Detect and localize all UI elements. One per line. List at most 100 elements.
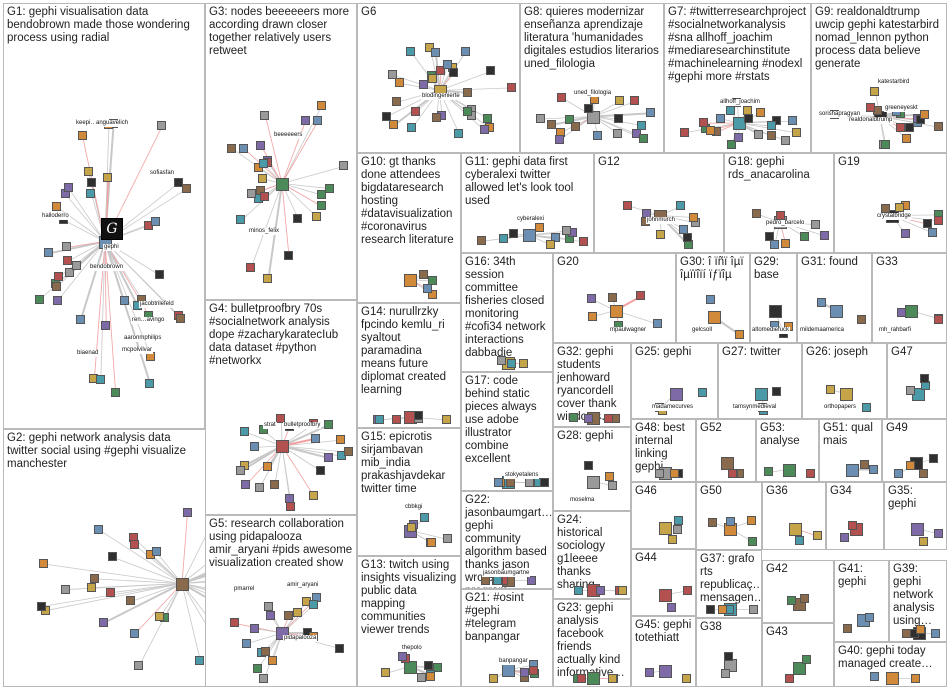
vertex-node[interactable] [284,251,293,260]
vertex-node[interactable] [62,242,71,251]
hub-node[interactable] [830,305,843,318]
hub-node[interactable] [905,305,918,318]
vertex-node[interactable] [902,134,911,143]
vertex-node[interactable] [785,674,794,683]
vertex-node[interactable] [250,624,259,633]
hub-node[interactable] [610,305,623,318]
vertex-node[interactable] [928,228,937,237]
vertex-node[interactable] [286,502,295,511]
vertex-node[interactable] [934,529,943,538]
vertex-node[interactable] [259,674,268,683]
vertex-node[interactable] [593,131,602,140]
vertex-node[interactable] [426,672,435,681]
vertex-node[interactable] [787,596,796,605]
vertex-node[interactable] [317,190,326,199]
vertex-node[interactable] [382,112,391,121]
vertex-node[interactable] [443,60,452,69]
vertex-node[interactable] [639,134,648,143]
vertex-node[interactable] [670,469,679,478]
vertex-node[interactable] [463,107,472,116]
vertex-node[interactable] [406,47,415,56]
vertex-node[interactable] [389,120,398,129]
vertex-node[interactable] [72,261,81,270]
hub-node[interactable] [911,523,924,536]
vertex-node[interactable] [584,414,593,423]
vertex-node[interactable] [293,214,302,223]
vertex-node[interactable] [442,415,451,424]
vertex-node[interactable] [754,130,763,139]
vertex-node[interactable] [587,294,596,303]
vertex-node[interactable] [108,552,117,561]
hub-node[interactable] [659,665,672,678]
vertex-node[interactable] [919,537,928,546]
vertex-node[interactable] [227,144,236,153]
vertex-node[interactable] [381,668,390,677]
hub-node[interactable] [789,523,802,536]
vertex-node[interactable] [767,121,776,130]
vertex-node[interactable] [339,161,348,170]
vertex-node[interactable] [443,534,452,543]
vertex-node[interactable] [781,239,790,248]
hub-node[interactable] [769,305,782,318]
vertex-node[interactable] [407,523,416,532]
vertex-node[interactable] [316,466,325,475]
vertex-node[interactable] [78,131,87,140]
vertex-node[interactable] [481,576,490,585]
vertex-node[interactable] [324,420,333,429]
vertex-node[interactable] [870,672,879,681]
vertex-node[interactable] [614,114,623,123]
vertex-node[interactable] [536,114,545,123]
vertex-node[interactable] [929,454,938,463]
vertex-node[interactable] [486,66,495,75]
vertex-node[interactable] [519,359,528,368]
vertex-node[interactable] [857,315,866,324]
vertex-node[interactable] [870,87,879,96]
vertex-node[interactable] [718,605,727,614]
vertex-node[interactable] [509,229,518,238]
vertex-node[interactable] [395,78,404,87]
vertex-node[interactable] [507,83,516,92]
vertex-node[interactable] [613,129,622,138]
vertex-node[interactable] [182,184,191,193]
vertex-node[interactable] [264,602,273,611]
vertex-node[interactable] [258,174,267,183]
vertex-node[interactable] [618,586,627,595]
vertex-node[interactable] [637,121,646,130]
vertex-node[interactable] [335,644,344,653]
vertex-node[interactable] [497,356,506,365]
vertex-node[interactable] [242,639,251,648]
vertex-node[interactable] [375,415,384,424]
vertex-node[interactable] [507,359,516,368]
vertex-node[interactable] [111,388,120,397]
vertex-node[interactable] [792,128,801,137]
vertex-node[interactable] [101,321,110,330]
vertex-node[interactable] [489,674,498,683]
vertex-node[interactable] [744,114,753,123]
vertex-node[interactable] [896,123,905,132]
vertex-node[interactable] [261,647,270,656]
vertex-node[interactable] [301,116,310,125]
vertex-node[interactable] [61,585,70,594]
vertex-node[interactable] [902,629,911,638]
vertex-node[interactable] [126,596,135,605]
vertex-node[interactable] [826,385,835,394]
vertex-node[interactable] [255,483,264,492]
hub-node[interactable] [755,388,768,401]
vertex-node[interactable] [449,68,458,77]
vertex-node[interactable] [605,472,614,481]
vertex-node[interactable] [680,128,689,137]
hub-node[interactable] [404,274,417,287]
hub-node[interactable] [840,388,853,401]
vertex-node[interactable] [454,129,463,138]
hub-node[interactable] [659,589,672,602]
vertex-node[interactable] [547,120,556,129]
vertex-node[interactable] [414,411,423,420]
vertex-node[interactable] [236,466,245,475]
vertex-node[interactable] [535,223,544,232]
vertex-node[interactable] [463,88,472,97]
vertex-node[interactable] [183,508,192,517]
vertex-node[interactable] [781,136,790,145]
vertex-node[interactable] [743,106,752,115]
vertex-node[interactable] [241,480,250,489]
gephi-logo-node[interactable]: G [101,218,123,240]
